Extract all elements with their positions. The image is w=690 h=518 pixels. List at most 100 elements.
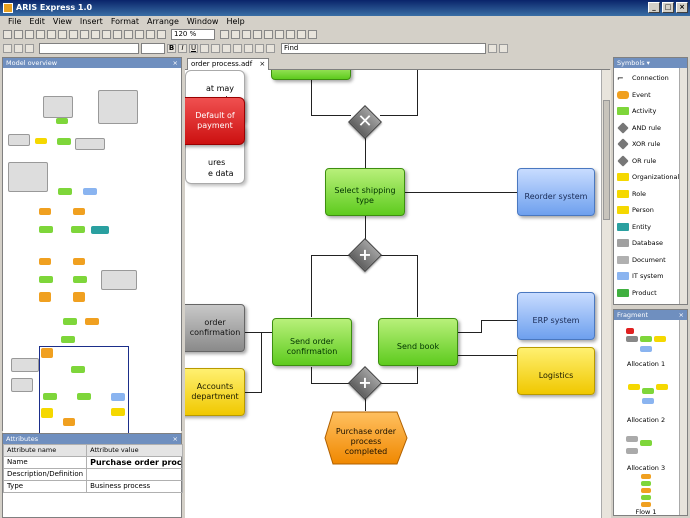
document-order-confirmation[interactable]: order confirmation	[185, 304, 245, 352]
find-next-icon[interactable]	[488, 43, 497, 53]
activity-top[interactable]	[271, 70, 351, 80]
copy-icon[interactable]	[124, 30, 133, 39]
symbol-organizational-unit[interactable]: Organizational u	[614, 169, 687, 186]
canvas-scrollbar[interactable]	[601, 70, 611, 518]
text-center-icon[interactable]	[211, 43, 220, 53]
align-right-icon[interactable]	[25, 43, 34, 53]
event-purchase-completed-shape[interactable]	[323, 411, 411, 467]
activity-send-book[interactable]: Send book	[378, 318, 458, 366]
pen-icon[interactable]	[264, 30, 273, 39]
fragment-allocation-1[interactable]: Allocation 1	[614, 324, 678, 372]
info-icon[interactable]	[69, 30, 78, 39]
tab-order-process[interactable]: order process.adf ×	[187, 58, 270, 70]
close-icon[interactable]: ×	[678, 311, 684, 319]
close-button[interactable]: ×	[676, 2, 688, 13]
symbol-it-system[interactable]: IT system	[614, 268, 687, 285]
itsystem-erp-system[interactable]: ERP system	[517, 292, 595, 340]
menu-help[interactable]: Help	[226, 17, 245, 26]
text-right-icon[interactable]	[222, 43, 231, 53]
table-row[interactable]: Description/Definition	[2, 468, 184, 481]
orgunit-logistics[interactable]: Logistics	[517, 347, 595, 395]
symbol-connection[interactable]: ⌐Connection	[617, 73, 669, 83]
text-bottom-icon[interactable]	[255, 43, 264, 53]
redo-icon[interactable]	[157, 30, 166, 39]
symbol-xor-rule[interactable]: XOR rule	[614, 136, 687, 153]
font-color-icon[interactable]	[266, 43, 275, 53]
symbol-document[interactable]: Document	[614, 252, 687, 269]
grid-icon[interactable]	[253, 30, 262, 39]
print-preview-icon[interactable]	[58, 30, 67, 39]
symbol-activity[interactable]: Activity	[614, 103, 687, 120]
underline-icon[interactable]: U	[189, 43, 198, 53]
minimize-button[interactable]: _	[648, 2, 660, 13]
model-overview-canvas[interactable]	[3, 68, 181, 440]
fragment-allocation-3[interactable]: Allocation 3	[614, 430, 678, 476]
symbol-role[interactable]: Role	[614, 186, 687, 203]
zoom-out-icon[interactable]	[231, 30, 240, 39]
cut-icon[interactable]	[113, 30, 122, 39]
menu-edit[interactable]: Edit	[29, 17, 45, 26]
text-left-icon[interactable]	[200, 43, 209, 53]
menu-format[interactable]: Format	[110, 17, 140, 26]
symbol-or-rule[interactable]: OR rule	[614, 153, 687, 170]
activity-send-order-confirmation[interactable]: Send order confirmation	[272, 318, 352, 366]
properties-icon[interactable]	[102, 30, 111, 39]
menu-insert[interactable]: Insert	[79, 17, 103, 26]
symbol-entity[interactable]: Entity	[614, 219, 687, 236]
align-icon[interactable]	[297, 30, 306, 39]
table-row[interactable]: Name Purchase order proce "MyFavoriteBoo…	[2, 456, 184, 469]
close-icon[interactable]: ×	[172, 435, 178, 443]
bold-icon[interactable]: B	[167, 43, 176, 53]
maximize-button[interactable]: □	[662, 2, 674, 13]
export-icon[interactable]	[80, 30, 89, 39]
itsystem-reorder-system[interactable]: Reorder system	[517, 168, 595, 216]
open-icon[interactable]	[14, 30, 23, 39]
attr-name-value[interactable]: Purchase order proce "MyFavoriteBookExp	[86, 456, 184, 469]
text-top-icon[interactable]	[233, 43, 242, 53]
zoom-select[interactable]: 120 %	[171, 29, 215, 40]
symbol-person[interactable]: Person	[614, 202, 687, 219]
menu-file[interactable]: File	[8, 17, 22, 26]
symbol-event[interactable]: Event	[614, 87, 687, 104]
folder-icon[interactable]	[25, 30, 34, 39]
symbol-and-rule[interactable]: AND rule	[614, 120, 687, 137]
align-center-icon[interactable]	[14, 43, 23, 53]
symbol-database[interactable]: Database	[614, 235, 687, 252]
close-icon[interactable]: ×	[172, 59, 178, 67]
font-size-select[interactable]	[141, 42, 165, 54]
layout-icon[interactable]	[308, 30, 317, 39]
zoom-in-icon[interactable]	[220, 30, 229, 39]
viewport-frame[interactable]	[39, 346, 129, 436]
table-row[interactable]: Type Business process	[2, 480, 184, 493]
text-middle-icon[interactable]	[244, 43, 253, 53]
menu-arrange[interactable]: Arrange	[147, 17, 179, 26]
undo-icon[interactable]	[146, 30, 155, 39]
fragment-scrollbar[interactable]	[679, 320, 687, 515]
fragment-allocation-2[interactable]: Allocation 2	[614, 378, 678, 424]
home-icon[interactable]	[3, 30, 12, 39]
print-icon[interactable]	[47, 30, 56, 39]
menu-view[interactable]: View	[52, 17, 72, 26]
event-default-of-payment[interactable]: Default of payment	[185, 97, 245, 145]
fill-icon[interactable]	[275, 30, 284, 39]
find-input[interactable]: Find	[281, 42, 486, 54]
model-canvas[interactable]: Default of payment at may s and ✕ Select…	[185, 70, 601, 518]
find-previous-icon[interactable]	[499, 43, 508, 53]
symbols-header[interactable]: Symbols ▾	[614, 58, 687, 68]
italic-icon[interactable]: I	[178, 43, 187, 53]
menu-window[interactable]: Window	[186, 17, 219, 26]
save-as-icon[interactable]	[91, 30, 100, 39]
paste-icon[interactable]	[135, 30, 144, 39]
symbols-scrollbar[interactable]	[679, 68, 687, 304]
close-tab-icon[interactable]: ×	[259, 60, 266, 68]
symbol-product[interactable]: Product	[614, 285, 687, 302]
shape-icon[interactable]	[286, 30, 295, 39]
fragment-flow-1[interactable]: Flow 1	[614, 474, 678, 518]
save-icon[interactable]	[36, 30, 45, 39]
orgunit-accounts-department[interactable]: Accounts department	[185, 368, 245, 416]
scroll-thumb[interactable]	[603, 100, 610, 220]
font-family-select[interactable]	[39, 42, 139, 54]
align-left-icon[interactable]	[3, 43, 12, 53]
fit-icon[interactable]	[242, 30, 251, 39]
activity-select-shipping-type[interactable]: Select shipping type	[325, 168, 405, 216]
